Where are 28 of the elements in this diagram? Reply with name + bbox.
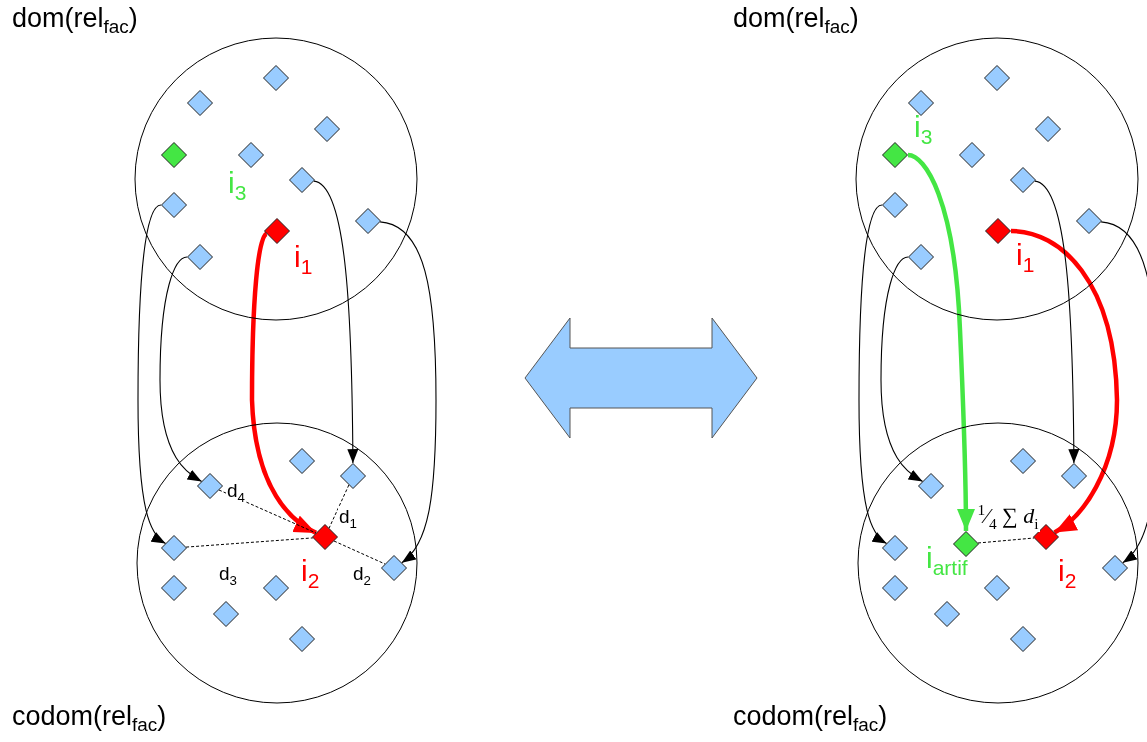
point-label: i$_{3}$ — [228, 168, 247, 203]
edge-label: d$_{1}$ — [338, 505, 358, 531]
arrow — [313, 180, 359, 464]
arrow — [907, 152, 975, 531]
arrow — [249, 232, 318, 535]
set-heading: codom(rel$_{fac}$) — [733, 700, 888, 738]
point-label: i$_{1}$ — [294, 242, 313, 277]
point-label: i$_{2}$ — [301, 556, 320, 591]
point-label: i$_{1}$ — [1016, 240, 1035, 275]
arrow — [159, 256, 203, 482]
arrow — [379, 221, 437, 564]
dashed-line — [333, 540, 386, 565]
arrow — [880, 256, 924, 482]
set-heading: dom(rel$_{fac}$) — [12, 2, 138, 40]
point-label: i$_{2}$ — [1058, 556, 1077, 591]
dashed-line — [328, 484, 350, 529]
arrow — [858, 204, 888, 544]
point-label: i$_{3}$ — [914, 112, 933, 147]
arrow — [137, 204, 167, 544]
set-heading: codom(rel$_{fac}$) — [12, 700, 167, 738]
dashed-line — [977, 537, 1035, 544]
arrow — [1010, 228, 1120, 535]
point-label: i$_{artif}$ — [926, 543, 968, 578]
arrow — [1100, 221, 1147, 564]
arrow — [1034, 180, 1080, 464]
set-heading: dom(rel$_{fac}$) — [733, 2, 859, 40]
dashed-line — [185, 537, 314, 548]
dashed-line — [218, 489, 317, 534]
